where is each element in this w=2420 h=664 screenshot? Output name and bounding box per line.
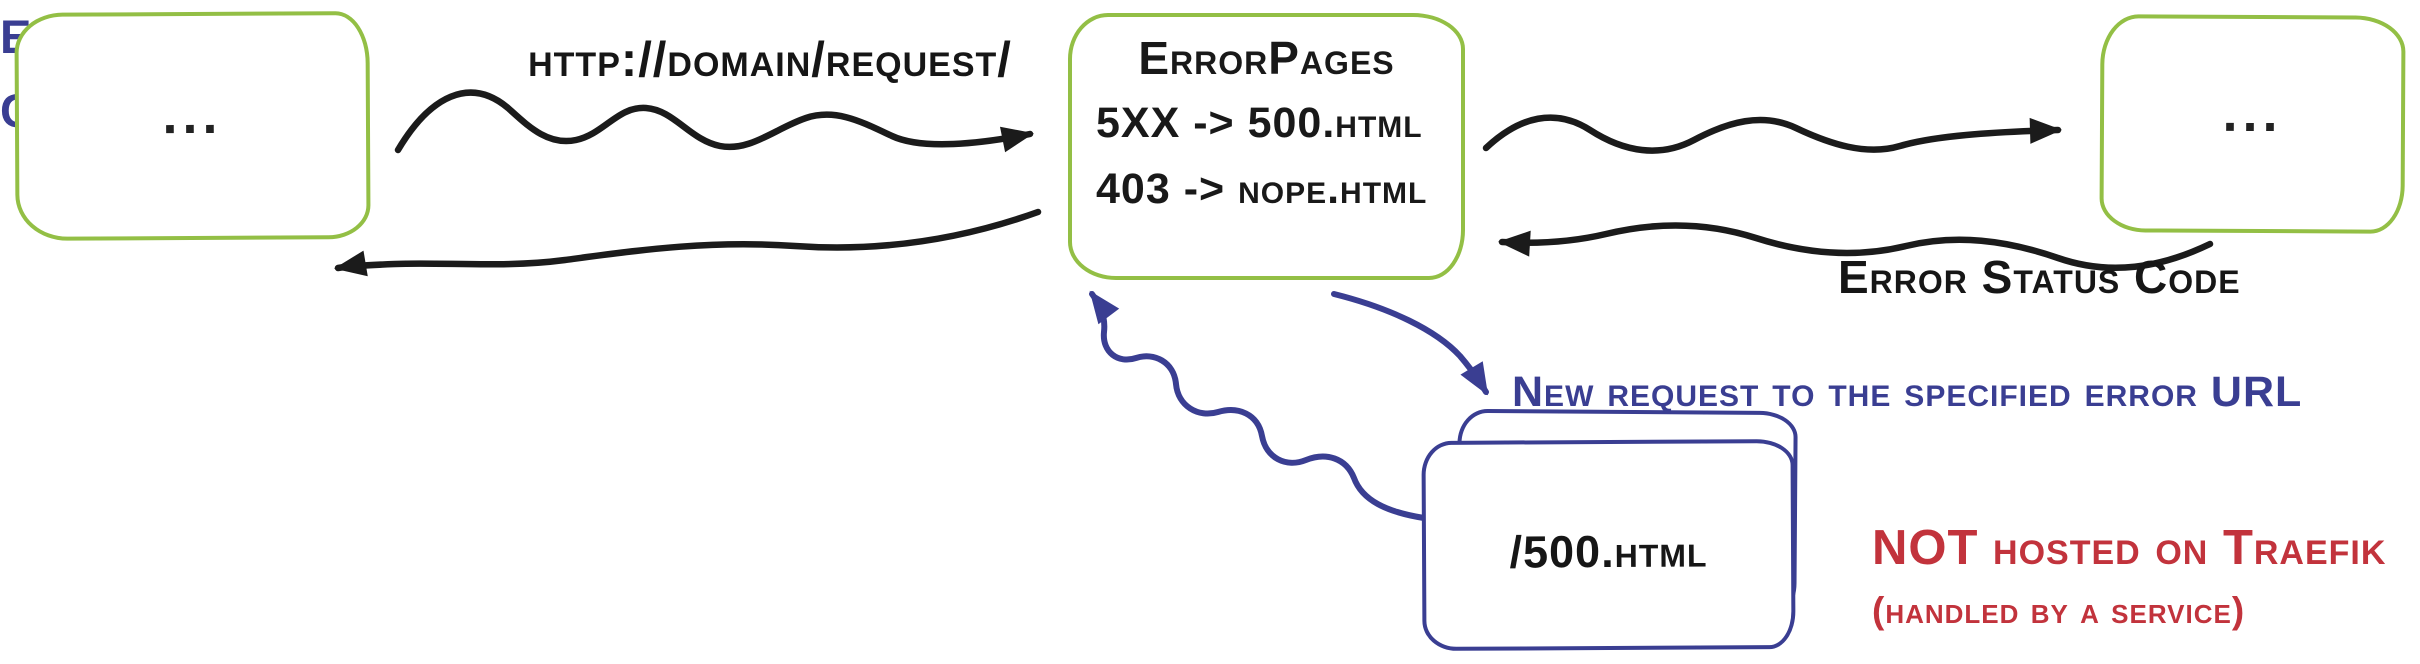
new-request-label: New request to the specified error URL <box>1512 368 2303 416</box>
error-page-content-arrow <box>1089 290 1427 521</box>
errorpages-title: ErrorPages <box>1138 32 1395 84</box>
left-endpoint-box: ... <box>14 11 371 241</box>
errorpages-rule-403: 403 -> nope.html <box>1096 165 1428 213</box>
not-hosted-line1: NOT hosted on Traefik <box>1872 521 2387 575</box>
not-hosted-line2: (handled by a service) <box>1872 590 2246 631</box>
left-endpoint-label: ... <box>162 84 223 146</box>
right-endpoint-label: ... <box>2222 82 2283 144</box>
not-hosted-label: NOT hosted on Traefik (handled by a serv… <box>1872 520 2386 632</box>
error-status-code-label: Error Status Code <box>1838 251 2241 303</box>
errorpages-middleware-box: ErrorPages 5XX -> 500.html 403 -> nope.h… <box>1068 13 1465 280</box>
error-page-card-front: /500.html <box>1421 439 1796 651</box>
request-url-label: http://domain/request/ <box>528 33 1012 87</box>
errorpages-rule-5xx: 5XX -> 500.html <box>1096 99 1423 147</box>
right-endpoint-box: ... <box>2099 14 2406 234</box>
card-filename-label: /500.html <box>1509 525 1708 578</box>
new-request-arrow <box>1331 291 1489 396</box>
response-return-arrow <box>334 208 1042 277</box>
